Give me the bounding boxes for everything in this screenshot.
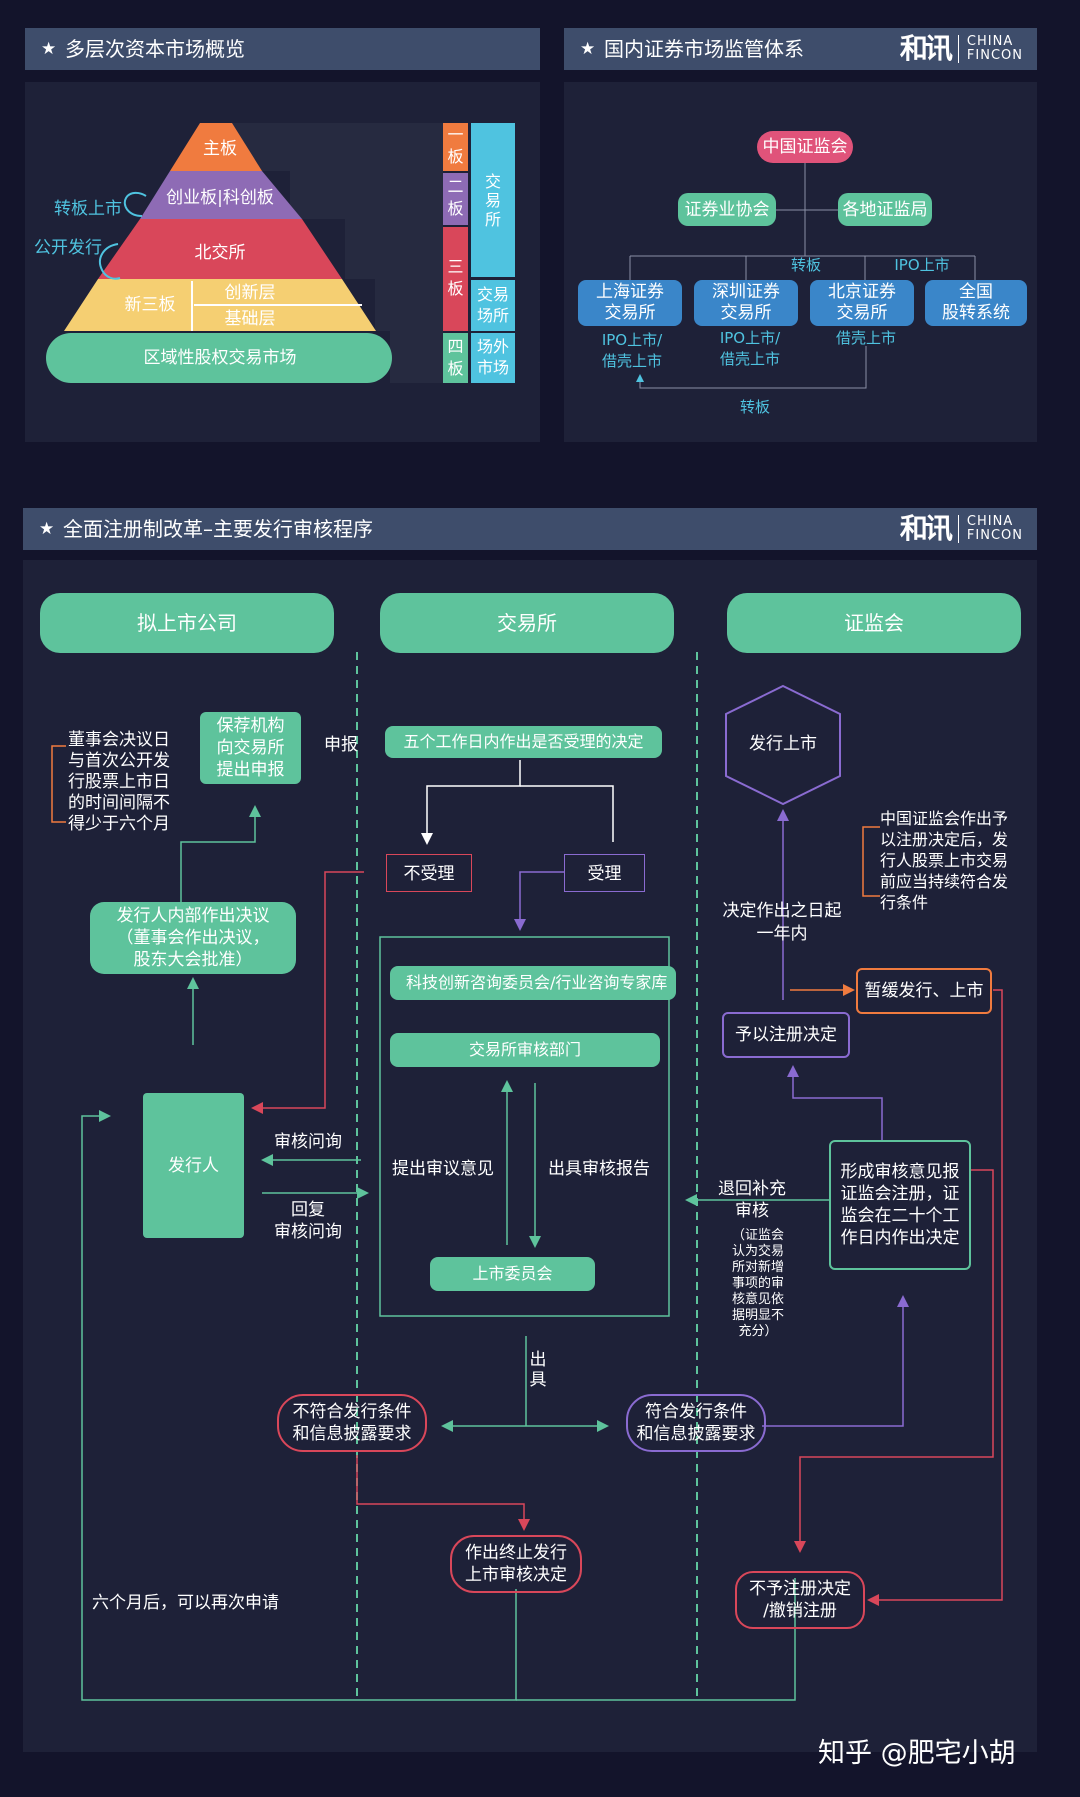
label-transfer-bottom: 转板 bbox=[739, 398, 770, 416]
section3-title: 全面注册制改革–主要发行审核程序 bbox=[63, 517, 373, 541]
box-issuer: 发行人 bbox=[143, 1093, 244, 1238]
star-icon: ★ bbox=[39, 519, 55, 539]
tier-2: 二 板 bbox=[447, 177, 464, 218]
column-exchange: 交易所 bbox=[380, 593, 674, 653]
node-securities-association: 证券业协会 bbox=[678, 193, 776, 226]
level-neeq: 新三板 bbox=[124, 295, 176, 315]
star-icon: ★ bbox=[41, 39, 57, 59]
box-five-days-decision: 五个工作日内作出是否受理的决定 bbox=[385, 726, 662, 758]
box-not-meet: 不符合发行条件 和信息披露要求 bbox=[277, 1394, 427, 1452]
logo-mark: 和讯 bbox=[899, 32, 953, 65]
star-icon: ★ bbox=[580, 39, 596, 59]
label-transfer-listing: 转板上市 bbox=[54, 199, 122, 219]
tier-3: 三 板 bbox=[447, 257, 464, 298]
column-company: 拟上市公司 bbox=[40, 593, 334, 653]
node-bse: 北京证券 交易所 bbox=[810, 280, 914, 326]
label-issue-report: 出具审核报告 bbox=[548, 1159, 650, 1179]
label-return-review: 退回补充 审核 bbox=[718, 1179, 786, 1221]
logo-mark: 和讯 bbox=[899, 512, 953, 545]
box-exchange-review-dept: 交易所审核部门 bbox=[390, 1033, 660, 1067]
level-basic: 基础层 bbox=[224, 309, 276, 329]
box-sponsor-application: 保荐机构 向交易所 提出申报 bbox=[200, 712, 301, 784]
note-six-months: 六个月后，可以再次申请 bbox=[92, 1593, 279, 1613]
level-regional: 区域性股权交易市场 bbox=[143, 348, 297, 368]
level-innovation: 创新层 bbox=[224, 283, 276, 303]
watermark: 知乎 @肥宅小胡 bbox=[818, 1738, 1016, 1769]
node-local-bureaus: 各地证监局 bbox=[838, 193, 932, 226]
label-within-one-year: 决定作出之日起 一年内 bbox=[722, 901, 842, 944]
box-deny-registration: 不予注册决定 /撤销注册 bbox=[735, 1571, 865, 1629]
label-issue: 出 具 bbox=[529, 1350, 547, 1390]
section1-title: 多层次资本市场概览 bbox=[65, 37, 245, 61]
label-apply: 申报 bbox=[324, 735, 358, 755]
box-suspend: 暂缓发行、上市 bbox=[856, 968, 992, 1014]
section2-header: ★ 国内证券市场监管体系 和讯 CHINA FINCON bbox=[564, 28, 1037, 70]
label-propose-opinion: 提出审议意见 bbox=[392, 1159, 494, 1179]
regulation-lines bbox=[629, 160, 976, 389]
box-accept: 受理 bbox=[564, 854, 645, 892]
group-otc: 场外 市场 bbox=[476, 337, 509, 377]
tier-1: 一 板 bbox=[447, 125, 464, 166]
box-reject: 不受理 bbox=[386, 854, 472, 892]
section2-title: 国内证券市场监管体系 bbox=[604, 37, 804, 61]
node-neeq: 全国 股转系统 bbox=[925, 280, 1027, 326]
box-terminate: 作出终止发行 上市审核决定 bbox=[450, 1535, 582, 1593]
node-szse: 深圳证券 交易所 bbox=[694, 280, 798, 326]
label-review-inquiry: 审核问询 bbox=[274, 1132, 342, 1152]
note-post-registration: 中国证监会作出予 以注册决定后，发 行人股票上市交易 前应当持续符合发 行条件 bbox=[880, 809, 1009, 912]
level-main: 主板 bbox=[203, 139, 237, 159]
section3-header: ★ 全面注册制改革–主要发行审核程序 和讯 CHINA FINCON bbox=[23, 508, 1037, 550]
box-internal-resolution: 发行人内部作出决议 （董事会作出决议， 股东大会批准） bbox=[90, 902, 296, 974]
fincon-logo: 和讯 CHINA FINCON bbox=[900, 513, 1023, 545]
note-bse: 借壳上市 bbox=[835, 329, 896, 347]
label-reply-inquiry: 回复 审核问询 bbox=[274, 1200, 342, 1242]
note-return-reason: （证监会 认为交易 所对新增 事项的审 核意见依 据明显不 充分） bbox=[731, 1228, 784, 1339]
column-csrc: 证监会 bbox=[727, 593, 1021, 653]
group-trading-venue: 交易 场所 bbox=[476, 285, 509, 325]
process-lines bbox=[51, 745, 1003, 1701]
note-szse: IPO上市/ 借壳上市 bbox=[719, 329, 781, 368]
hexagon-shape bbox=[725, 684, 841, 806]
level-gem-star: 创业板|科创板 bbox=[166, 188, 274, 208]
label-public-offering: 公开发行 bbox=[34, 238, 102, 258]
logo-text: CHINA FINCON bbox=[957, 515, 1023, 543]
box-expert-committee: 科技创新咨询委员会/行业咨询专家库 bbox=[390, 966, 676, 1000]
fincon-logo: 和讯 CHINA FINCON bbox=[900, 33, 1023, 65]
label-ipo-listing: IPO上市 bbox=[894, 256, 950, 274]
group-exchange: 交 易 所 bbox=[484, 172, 501, 229]
level-bse: 北交所 bbox=[194, 243, 246, 263]
label-transfer-top: 转板 bbox=[790, 256, 821, 274]
section1-header: ★ 多层次资本市场概览 bbox=[25, 28, 540, 70]
box-listing-committee: 上市委员会 bbox=[430, 1257, 595, 1291]
box-form-opinion: 形成审核意见报 证监会注册，证 监会在二十个工 作日内作出决定 bbox=[829, 1140, 971, 1270]
logo-text: CHINA FINCON bbox=[957, 35, 1023, 63]
note-sse: IPO上市/ 借壳上市 bbox=[601, 331, 663, 370]
note-board-resolution: 董事会决议日 与首次公开发 行股票上市日 的时间间隔不 得少于六个月 bbox=[68, 730, 170, 834]
box-meet: 符合发行条件 和信息披露要求 bbox=[626, 1394, 766, 1452]
node-list-issue: 发行上市 bbox=[749, 734, 817, 754]
node-sse: 上海证券 交易所 bbox=[578, 280, 682, 326]
pyramid-shape bbox=[46, 123, 515, 383]
node-csrc: 中国证监会 bbox=[757, 131, 853, 163]
tier-4: 四 板 bbox=[447, 337, 464, 378]
box-register-decision: 予以注册决定 bbox=[722, 1012, 850, 1058]
